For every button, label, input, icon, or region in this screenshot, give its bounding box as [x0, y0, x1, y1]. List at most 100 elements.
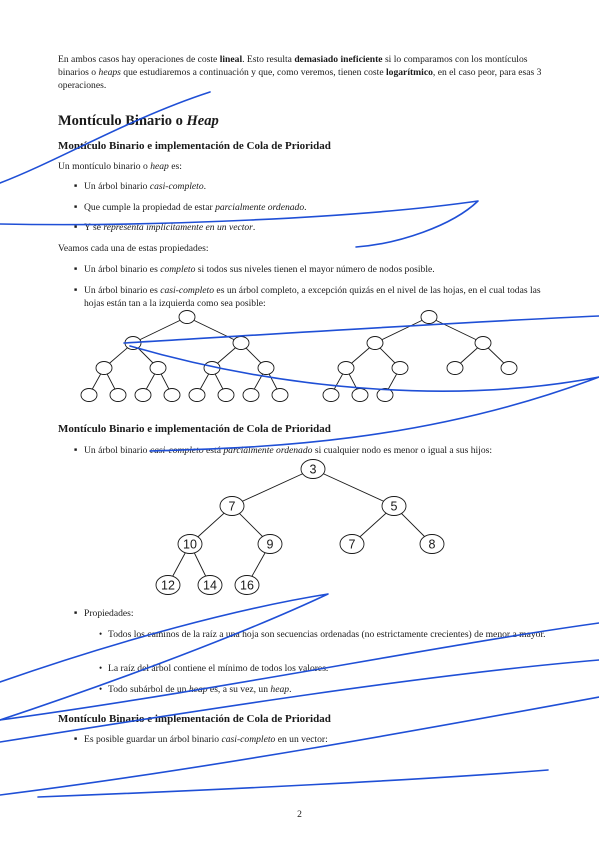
- tree-node: [178, 310, 196, 324]
- tree-edge: [231, 468, 314, 507]
- intro-text: . Esto resulta: [242, 54, 295, 65]
- item-text: .: [289, 684, 292, 695]
- tree-node: [351, 388, 369, 402]
- tree-node-label: 14: [203, 579, 217, 593]
- item-text: está: [203, 445, 224, 456]
- item-italic: parcialmente ordenado: [223, 445, 313, 456]
- lead-italic: heap: [150, 161, 169, 172]
- item-italic: casi-completo: [149, 181, 204, 192]
- tree-node: [95, 361, 113, 375]
- tree-node: [217, 388, 235, 402]
- item-text: .: [203, 181, 207, 192]
- tree-node: [474, 336, 492, 350]
- list-item: Un árbol binario casi-completo.: [74, 180, 548, 193]
- tree-node: [420, 310, 438, 324]
- item-text: Y se: [84, 222, 104, 233]
- tree-node: [155, 575, 181, 595]
- tree-node: [391, 361, 409, 375]
- tree-node-label: 7: [349, 538, 356, 552]
- tree-node: [339, 534, 365, 554]
- tree-edge: [186, 316, 242, 344]
- tree-node: [242, 388, 260, 402]
- item-text: .: [304, 202, 307, 213]
- heap-definition-lead: Un montículo binario o heap es:: [58, 160, 544, 173]
- tree-node: [149, 361, 167, 375]
- subsection-2-title: Montículo Binario e implementación de Co…: [58, 423, 331, 435]
- list-item: Un árbol binario es completo si todos su…: [74, 263, 548, 276]
- ink-stroke: [123, 315, 599, 344]
- ink-stroke: [37, 769, 549, 798]
- tree-node: [134, 388, 152, 402]
- item-text: es, a su vez, un: [207, 684, 271, 695]
- intro-italic-heaps: heaps: [98, 67, 121, 78]
- lead-text: Un montículo binario o: [58, 161, 151, 172]
- tree-node: [197, 575, 223, 595]
- tree-node-label: 3: [310, 463, 317, 477]
- subsection-1-title: Montículo Binario e implementación de Co…: [58, 140, 331, 152]
- tree-node: [381, 496, 407, 516]
- item-text: Un árbol binario: [84, 445, 150, 456]
- tree-edge: [132, 316, 188, 344]
- tree-node: [177, 534, 203, 554]
- item-text: Un árbol binario es: [84, 285, 161, 296]
- tree-node: [300, 459, 326, 479]
- item-text: Que cumple la propiedad de estar: [84, 202, 216, 213]
- tree-node: [337, 361, 355, 375]
- section-title-text: Montículo Binario o: [58, 113, 187, 129]
- intro-bold-ineficiente: demasiado ineficiente: [294, 54, 383, 65]
- tree-edge: [428, 316, 484, 344]
- list-item: Propiedades:: [74, 607, 548, 620]
- item-text: Todo subárbol de un: [108, 684, 189, 695]
- item-italic: completo: [160, 264, 196, 275]
- tree-node: [80, 388, 98, 402]
- ink-stroke: [0, 200, 479, 248]
- complete-tree-diagram: [80, 310, 289, 402]
- item-italic: heap: [270, 684, 290, 695]
- ink-stroke: [0, 593, 329, 721]
- item-italic: parcialmente ordenado: [215, 202, 305, 213]
- intro-text: que estudiaremos a continuación y que, c…: [120, 67, 386, 78]
- tree-node-label: 12: [161, 579, 175, 593]
- tree-node: [234, 575, 260, 595]
- tree-node: [366, 336, 384, 350]
- tree-node: [500, 361, 518, 375]
- tree-node-label: 8: [429, 538, 436, 552]
- item-text: .: [252, 222, 256, 233]
- section-title-italic: Heap: [186, 113, 219, 129]
- tree-node: [322, 388, 340, 402]
- sublist-item: Todos los caminos de la raíz a una hoja …: [99, 628, 548, 641]
- tree-node: [376, 388, 394, 402]
- tree-node: [109, 388, 127, 402]
- list-item: Un árbol binario es casi-completo es un …: [74, 284, 548, 310]
- ink-stroke: [0, 696, 599, 796]
- item-text: en un vector:: [275, 734, 328, 745]
- item-text: si cualquier nodo es menor o igual a sus…: [312, 445, 493, 456]
- intro-bold-lineal: lineal: [219, 54, 243, 65]
- item-text: Es posible guardar un árbol binario: [84, 734, 222, 745]
- tree-node: [257, 534, 283, 554]
- properties-lead: Veamos cada una de estas propiedades:: [58, 243, 209, 254]
- ink-stroke: [0, 622, 599, 721]
- tree-node-label: 16: [240, 579, 254, 593]
- list-item: Que cumple la propiedad de estar parcial…: [74, 201, 548, 214]
- intro-paragraph: En ambos casos hay operaciones de coste …: [58, 53, 544, 92]
- sublist-item: La raíz del árbol contiene el mínimo de …: [99, 662, 548, 675]
- section-title: Montículo Binario o Heap: [58, 112, 219, 130]
- intro-text: En ambos casos hay operaciones de coste: [58, 54, 220, 65]
- ink-stroke: [129, 345, 599, 452]
- list-item: Y se representa implícitamente en un vec…: [74, 221, 548, 234]
- item-italic: casi-completo: [221, 734, 276, 745]
- item-text: es un árbol completo, a excepción quizás…: [84, 285, 541, 309]
- tree-edge: [312, 468, 395, 507]
- item-italic: casi-completo: [160, 285, 215, 296]
- tree-node: [446, 361, 464, 375]
- tree-edge: [374, 316, 430, 344]
- tree-node: [163, 388, 181, 402]
- handwritten-annotations: [0, 91, 599, 798]
- tree-node: [232, 336, 250, 350]
- tree-node-label: 5: [391, 500, 398, 514]
- intro-bold-logaritmico: logarítmico: [386, 67, 433, 78]
- lead-text: es:: [168, 161, 182, 172]
